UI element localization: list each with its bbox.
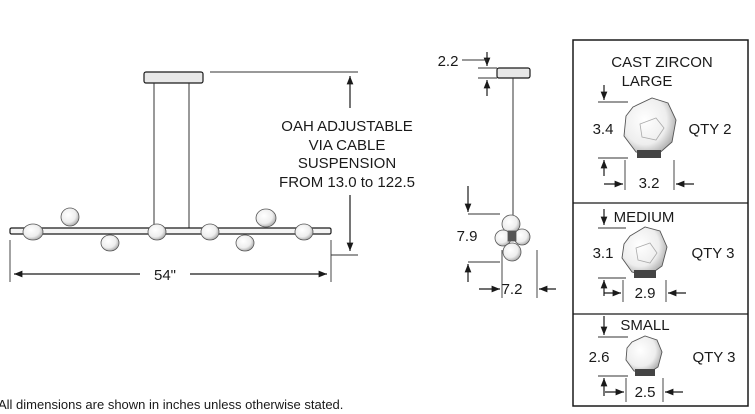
small-qty: QTY 3	[692, 349, 735, 366]
glass-detail-panel: CAST ZIRCON LARGE 3.4 3.2 QTY 2 MEDIUM 3…	[572, 39, 749, 407]
oah-note-line-3: SUSPENSION	[298, 155, 396, 172]
front-glass	[255, 208, 277, 228]
oah-note-line-1: OAH ADJUSTABLE	[281, 118, 412, 135]
large-qty: QTY 2	[688, 121, 731, 138]
side-width-dim: 7.2	[502, 281, 523, 298]
front-bar	[9, 227, 332, 235]
panel-border	[572, 39, 749, 407]
oah-note-line-2: VIA CABLE	[309, 137, 386, 154]
medium-qty: QTY 3	[691, 245, 734, 262]
side-glass-cluster	[494, 214, 531, 262]
front-glass	[147, 223, 167, 241]
front-view: OAH ADJUSTABLE VIA CABLE SUSPENSION FROM…	[9, 71, 415, 284]
small-glass	[625, 335, 663, 376]
side-height-dim: 7.9	[457, 228, 478, 245]
side-canopy	[496, 67, 531, 79]
large-glass	[623, 97, 677, 158]
medium-width-dim: 2.9	[635, 285, 656, 302]
side-view: 2.2 7.9 7.2	[438, 52, 556, 298]
large-label: LARGE	[622, 73, 673, 90]
footnote: All dimensions are shown in inches unles…	[0, 397, 343, 412]
medium-height-dim: 3.1	[593, 245, 614, 262]
small-width-dim: 2.5	[635, 384, 656, 401]
side-canopy-dim: 2.2	[438, 53, 459, 70]
front-glass	[235, 234, 255, 252]
medium-label: MEDIUM	[614, 209, 675, 226]
front-canopy	[143, 71, 204, 84]
front-glass	[60, 207, 80, 227]
medium-glass	[621, 226, 668, 278]
small-height-dim: 2.6	[589, 349, 610, 366]
large-height-dim: 3.4	[593, 121, 614, 138]
front-glass-pendants	[22, 207, 314, 252]
large-width-dim: 3.2	[639, 175, 660, 192]
front-glass	[294, 223, 314, 241]
front-glass	[100, 234, 120, 252]
oah-note-line-4: FROM 13.0 to 122.5	[279, 174, 415, 191]
front-width-dim: 54"	[154, 267, 176, 284]
small-label: SMALL	[620, 317, 669, 334]
front-glass	[22, 223, 44, 241]
panel-title: CAST ZIRCON	[611, 54, 712, 71]
front-glass	[200, 223, 220, 241]
